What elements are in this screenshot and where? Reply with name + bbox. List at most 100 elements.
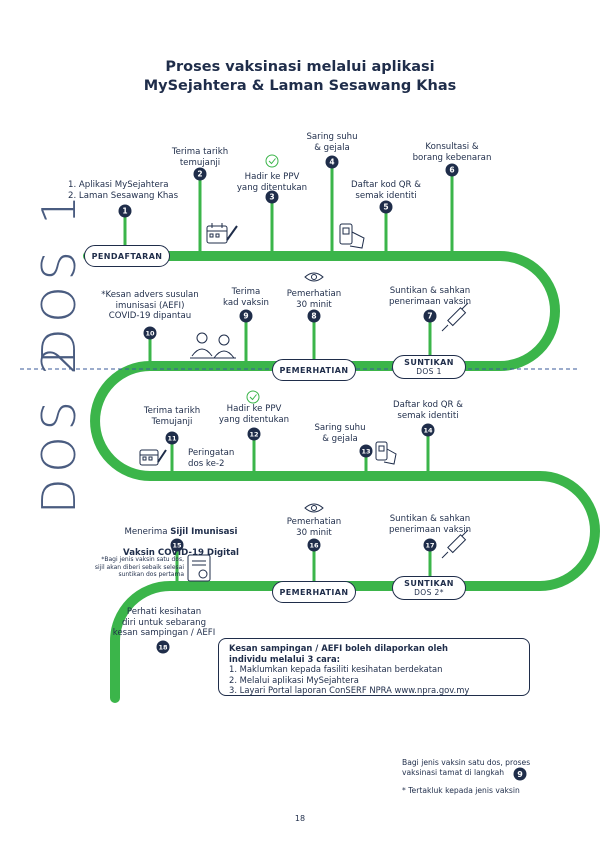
step-4-label: Saring suhu & gejala: [306, 132, 358, 153]
step-marker-number: 15: [172, 542, 182, 550]
step-marker-circle: [193, 167, 207, 181]
step-marker-number: 4: [329, 158, 334, 167]
step-marker-circle: [359, 444, 373, 458]
step-marker-circle: [143, 326, 157, 340]
step-14-label: Daftar kod QR & semak identiti: [393, 400, 463, 421]
footnote-step-badge: 9: [513, 767, 527, 781]
step-marker-circle: [423, 538, 437, 552]
qr-scan-icon: [339, 223, 365, 249]
footnote-single-dose: Bagi jenis vaksin satu dos, proses vaksi…: [402, 758, 562, 778]
stage-suntikan-2-title: SUNTIKAN: [404, 579, 454, 588]
step-marker-circle: [265, 190, 279, 204]
stage-pemerhatian-1-label: PEMERHATIAN: [279, 365, 349, 375]
stage-suntikan-2: SUNTIKAN DOS 2*: [392, 576, 466, 600]
step-1-label: 1. Aplikasi MySejahtera 2. Laman Sesawan…: [68, 180, 179, 201]
step-marker-circle: [423, 309, 437, 323]
step-8-label: Pemerhatian 30 minit: [286, 289, 342, 310]
step-marker-circle: [239, 309, 253, 323]
syringe-icon: [441, 302, 469, 332]
step-1-marker: 1: [118, 204, 132, 218]
step-marker-number: 6: [449, 166, 454, 175]
step-13-marker: 13: [359, 444, 373, 458]
step-marker-number: 5: [383, 203, 388, 212]
stage-pendaftaran: PENDAFTARAN: [84, 245, 170, 267]
step-marker-number: 14: [423, 427, 433, 435]
step-marker-number: 13: [361, 448, 370, 456]
stage-suntikan-2-sub: DOS 2*: [414, 588, 444, 597]
step-3-marker: 3: [265, 190, 279, 204]
step-4-marker: 4: [325, 155, 339, 169]
step-marker-number: 16: [309, 542, 319, 550]
step-10-label: *Kesan advers susulan imunisasi (AEFI) C…: [101, 290, 199, 321]
step-10-marker: 10: [143, 326, 157, 340]
calendar-icon-2: [139, 449, 167, 466]
step-12-label: Hadir ke PPV yang ditentukan: [218, 404, 290, 425]
step-8-marker: 8: [307, 309, 321, 323]
step-5-marker: 5: [379, 200, 393, 214]
step-marker-number: 8: [311, 312, 316, 321]
step-7-label: Suntikan & sahkan penerimaan vaksin: [388, 286, 472, 307]
dos-2-label: DOS 2: [32, 339, 86, 514]
step-marker-circle: [421, 423, 435, 437]
step-2-label: Terima tarikh temujanji: [171, 147, 229, 168]
step-15-label-bold1: Sijil Imunisasi: [170, 526, 238, 537]
stage-pendaftaran-label: PENDAFTARAN: [91, 251, 163, 261]
step-11-label: Terima tarikh Temujanji: [143, 406, 201, 427]
step-13-label: Saring suhu & gejala: [314, 423, 366, 444]
aefi-item: 1. Maklumkan kepada fasiliti kesihatan b…: [229, 664, 443, 674]
stage-suntikan-1: SUNTIKAN DOS 1: [392, 355, 466, 379]
step-12-marker: 12: [247, 427, 261, 441]
page-number: 18: [294, 814, 306, 823]
calendar-icon: [206, 223, 238, 244]
page-title: Proses vaksinasi melalui aplikasi MySeja…: [143, 59, 457, 94]
footnote-step-number: 9: [517, 770, 523, 779]
check-circle-icon-2: [246, 390, 260, 404]
eye-icon-2: [304, 503, 324, 513]
eye-icon: [304, 272, 324, 282]
single-dose-certificate-note: *Bagi jenis vaksin satu dos, sijil akan …: [94, 556, 184, 578]
aefi-item: 3. Layari Portal laporan ConSERF NPRA ww…: [229, 685, 470, 695]
step-marker-circle: [307, 538, 321, 552]
step-9-label: Terima kad vaksin: [223, 287, 269, 308]
check-circle-icon: [265, 154, 279, 168]
footnote-vaccine-type: * Tertakluk kepada jenis vaksin: [402, 786, 520, 795]
step-14-marker: 14: [421, 423, 435, 437]
step-17-label: Suntikan & sahkan penerimaan vaksin: [388, 514, 472, 535]
step-18-marker: 18: [156, 640, 170, 654]
aefi-heading: Kesan sampingan / AEFI boleh dilaporkan …: [229, 643, 448, 664]
aefi-report-box: Kesan sampingan / AEFI boleh dilaporkan …: [218, 638, 530, 696]
step-2-marker: 2: [193, 167, 207, 181]
step-9-marker: 9: [239, 309, 253, 323]
step-15-marker: 15: [170, 538, 184, 552]
step-15-label: Menerima Sijil Imunisasi Vaksin COVID-19…: [121, 516, 241, 558]
step-marker-circle: [170, 538, 184, 552]
stage-suntikan-1-title: SUNTIKAN: [404, 358, 454, 367]
stage-suntikan-1-sub: DOS 1: [416, 367, 442, 376]
step-6-marker: 6: [445, 163, 459, 177]
stage-pemerhatian-2-label: PEMERHATIAN: [279, 587, 349, 597]
step-marker-circle: [118, 204, 132, 218]
step-marker-number: 10: [145, 330, 155, 338]
step-18-label: Perhati kesihatan diri untuk sebarang ke…: [112, 607, 216, 638]
aefi-item: 2. Melalui aplikasi MySejahtera: [229, 674, 359, 685]
step-5-label: Daftar kod QR & semak identiti: [351, 180, 421, 201]
step-marker-number: 18: [158, 644, 168, 652]
step-marker-circle: [325, 155, 339, 169]
step-marker-number: 1: [122, 207, 127, 216]
step-3-label: Hadir ke PPV yang ditentukan: [236, 172, 308, 193]
step-marker-circle: [247, 427, 261, 441]
step-marker-number: 7: [427, 312, 432, 321]
step-16-marker: 16: [307, 538, 321, 552]
stage-pemerhatian-1: PEMERHATIAN: [272, 359, 356, 381]
step-marker-circle: [165, 431, 179, 445]
step-15-label-bold2: Vaksin COVID-19 Digital: [123, 547, 239, 558]
step-marker-number: 12: [249, 431, 258, 439]
step-11-marker: 11: [165, 431, 179, 445]
step-17-marker: 17: [423, 538, 437, 552]
step-7-marker: 7: [423, 309, 437, 323]
footnote-single-dose-text: Bagi jenis vaksin satu dos, proses vaksi…: [402, 758, 531, 777]
syringe-icon-2: [441, 529, 469, 559]
step-marker-circle: [379, 200, 393, 214]
